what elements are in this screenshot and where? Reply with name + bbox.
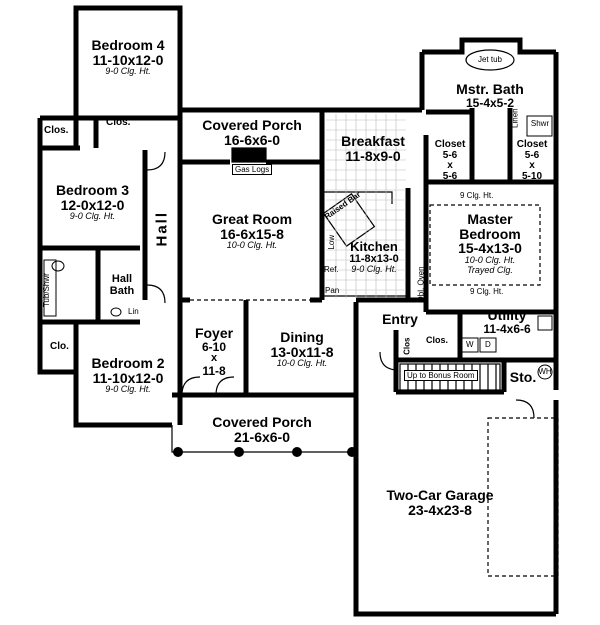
closet-entry-vertical-label: Clos [402, 337, 412, 355]
kitchen-name: Kitchen [350, 239, 398, 254]
breakfast-dims: 11-8x9-0 [345, 147, 401, 164]
rear-porch-dims: 16-6x6-0 [223, 131, 281, 148]
closet-right-d2: x [529, 160, 535, 171]
bedroom4-label: Bedroom 4 11-10x12-0 9-0 Clg. Ht. [76, 38, 180, 77]
kitchen-dims: 11-8x13-0 [349, 252, 399, 265]
foyer-name: Foyer [194, 325, 234, 341]
garage-dims: 23-4x23-8 [408, 501, 472, 518]
breakfast-name: Breakfast [341, 133, 405, 149]
closet-right-label: Closet 5-6 x 5-10 [512, 139, 552, 182]
refrigerator-label: Ref. [324, 265, 339, 274]
double-oven-label: Dbl. Oven [416, 266, 426, 302]
hall-label: Hall [153, 210, 171, 247]
dining-label: Dining 13-0x11-8 10-0 Clg. Ht. [248, 330, 356, 369]
hall-bath-name1: Hall [111, 273, 133, 285]
rear-porch-name: Covered Porch [202, 117, 302, 133]
bedroom2-dims: 11-10x12-0 [92, 369, 164, 386]
utility-dims: 11-4x6-6 [483, 321, 531, 336]
front-porch-name: Covered Porch [212, 414, 312, 430]
front-porch-label: Covered Porch 21-6x6-0 [182, 415, 342, 444]
closet-left-label: Closet 5-6 x 5-6 [430, 139, 470, 182]
bedroom2-label: Bedroom 2 11-10x12-0 9-0 Clg. Ht. [76, 356, 180, 395]
kitchen-label: Kitchen 11-8x13-0 9-0 Clg. Ht. [338, 240, 410, 275]
bedroom2-ceiling: 9-0 Clg. Ht. [105, 384, 151, 395]
hall-bath-label: Hall Bath [102, 273, 142, 297]
master-bedroom-dims: 15-4x13-0 [458, 240, 522, 257]
washer-label: W [466, 340, 474, 349]
master-bath-dims: 15-4x5-2 [465, 95, 515, 110]
ceiling-height-bottom: 9 Clg. Ht. [470, 287, 504, 296]
closet-b-label: Clos. [106, 117, 131, 128]
bedroom3-ceiling: 9-0 Clg. Ht. [69, 211, 116, 222]
closet-a-label: Clos. [44, 125, 69, 136]
bedroom3-dims: 12-0x12-0 [60, 196, 125, 213]
utility-name: Utility [487, 307, 527, 323]
master-bedroom-name1: Master [467, 211, 513, 227]
rear-porch-label: Covered Porch 16-6x6-0 [182, 118, 322, 147]
hall-bath-name2: Bath [109, 284, 135, 297]
closet-left-d3: 5-6 [442, 170, 458, 182]
tub-shower-label: Tub/Shwr [41, 273, 51, 308]
water-heater-label: WH [538, 367, 552, 376]
master-bedroom-ceiling: 10-0 Clg. Ht. [464, 255, 516, 266]
great-room-name: Great Room [211, 211, 293, 227]
closet-left-d2: x [447, 160, 453, 171]
storage-label: Sto. [506, 370, 540, 385]
bedroom3-name: Bedroom 3 [55, 182, 130, 198]
bedroom4-ceiling: 9-0 Clg. Ht. [105, 66, 151, 77]
closet-right-name: Closet [516, 139, 548, 150]
garage-label: Two-Car Garage 23-4x23-8 [360, 488, 520, 517]
linen-label: Linen [510, 108, 520, 128]
dining-dims: 13-0x11-8 [270, 343, 334, 360]
ceiling-height-top: 9 Clg. Ht. [460, 191, 494, 200]
foyer-label: Foyer 6-10 x 11-8 [182, 326, 246, 377]
great-room-ceiling: 10-0 Clg. Ht. [226, 240, 278, 251]
entry-label: Entry [374, 312, 426, 327]
closet-left-name: Closet [434, 139, 466, 150]
bedroom4-name: Bedroom 4 [91, 37, 165, 53]
foyer-dims1: 6-10 [201, 339, 227, 354]
closet-right-d3: 5-10 [521, 170, 542, 182]
closet-c-label: Clo. [50, 341, 69, 352]
shower-label: Shwr [530, 119, 550, 128]
foyer-dims3: 11-8 [202, 363, 226, 378]
dryer-label: D [485, 340, 491, 349]
dining-name: Dining [280, 329, 324, 345]
bedroom4-dims: 11-10x12-0 [92, 51, 164, 68]
low-counter-label: Low [327, 234, 337, 250]
utility-label: Utility 11-4x6-6 [462, 308, 552, 335]
dining-ceiling: 10-0 Clg. Ht. [276, 358, 328, 369]
master-bedroom-name2: Bedroom [459, 225, 521, 242]
master-bedroom-ceiling2: Trayed Clg. [467, 264, 513, 275]
closet-entry-label: Clos. [426, 335, 449, 345]
master-bedroom-label: Master Bedroom 15-4x13-0 10-0 Clg. Ht. T… [430, 212, 550, 275]
linen-hall-label: Lin [128, 307, 139, 316]
master-bath-label: Mstr. Bath 15-4x5-2 [430, 82, 550, 109]
foyer-dims2: x [210, 352, 218, 365]
great-room-label: Great Room 16-6x15-8 10-0 Clg. Ht. [182, 212, 322, 251]
entry-name: Entry [382, 311, 418, 327]
storage-name: Sto. [509, 369, 537, 385]
bedroom3-label: Bedroom 3 12-0x12-0 9-0 Clg. Ht. [40, 183, 145, 222]
gas-logs-label: Gas Logs [232, 164, 273, 175]
closet-right-d1: 5-6 [524, 149, 540, 161]
garage-name: Two-Car Garage [386, 487, 494, 503]
pantry-label: Pan [325, 286, 340, 295]
closet-left-d1: 5-6 [442, 149, 458, 161]
kitchen-ceiling: 9-0 Clg. Ht. [351, 264, 397, 275]
master-bath-name: Mstr. Bath [456, 81, 524, 97]
great-room-dims: 16-6x15-8 [220, 225, 284, 242]
jet-tub-label: Jet tub [477, 55, 502, 64]
front-porch-dims: 21-6x6-0 [233, 428, 291, 445]
bedroom2-name: Bedroom 2 [91, 355, 165, 371]
stairs-label: Up to Bonus Room [404, 370, 478, 381]
breakfast-label: Breakfast 11-8x9-0 [324, 134, 422, 163]
